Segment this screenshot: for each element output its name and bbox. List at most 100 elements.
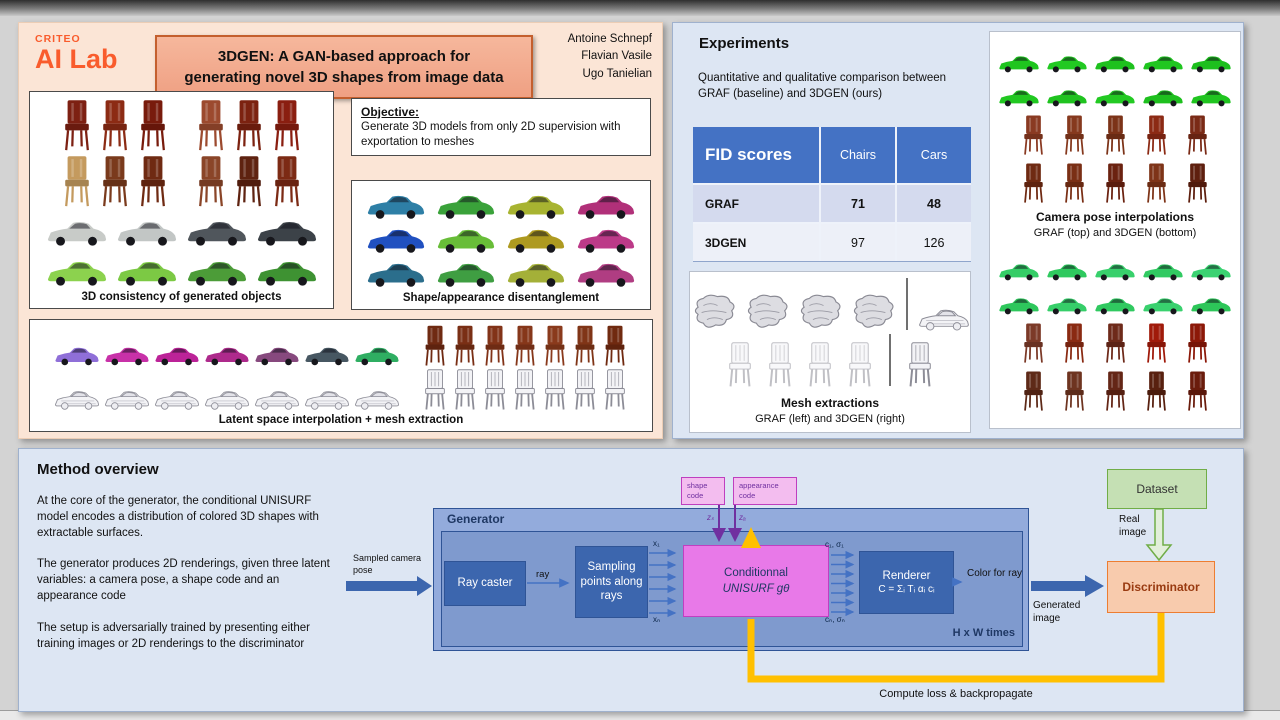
chair-mesh-render — [542, 369, 568, 411]
figure-row — [992, 282, 1238, 316]
chair-mesh-render — [906, 334, 934, 388]
car-render — [1142, 76, 1184, 108]
hxw-times-label: H x W times — [952, 627, 1015, 639]
mesh-extraction-title: Mesh extractions — [780, 396, 880, 411]
car-render — [1190, 42, 1232, 74]
dataset-box: Dataset — [1107, 469, 1207, 509]
chair-render — [482, 325, 508, 367]
chair-render — [1021, 318, 1046, 364]
mesh-blob — [797, 278, 843, 332]
car-render — [366, 189, 426, 221]
disentanglement-figure-box: Shape/appearance disentanglement — [351, 180, 651, 310]
chair-render — [542, 325, 568, 367]
car-render — [116, 250, 178, 288]
shape-code-box: shape code — [681, 477, 725, 505]
method-paragraph-2: The generator produces 2D renderings, gi… — [37, 558, 330, 603]
xn-label: xₙ — [653, 615, 661, 624]
car-render — [46, 210, 108, 248]
figure-row — [356, 221, 646, 255]
chair-render — [1062, 366, 1087, 412]
car-render — [506, 189, 566, 221]
authors-list: Antoine Schnepf Flavian Vasile Ugo Tanie… — [514, 31, 652, 83]
car-render — [256, 210, 318, 248]
car-render — [254, 325, 300, 367]
disentanglement-figure — [356, 187, 646, 289]
car-render — [998, 76, 1040, 108]
car-render — [54, 325, 100, 367]
figure-row — [34, 208, 329, 248]
mesh-extraction-figure — [692, 276, 970, 388]
car-mesh-render — [918, 278, 970, 332]
poster-title-line2: generating novel 3D shapes from image da… — [184, 69, 504, 86]
figure-row — [992, 40, 1238, 74]
author-name: Flavian Vasile — [581, 50, 652, 63]
sampling-points-label: Sampling points along rays — [580, 560, 643, 603]
car-render — [998, 250, 1040, 282]
car-render — [506, 223, 566, 255]
experiments-description: Quantitative and qualitative comparison … — [698, 72, 947, 100]
car-render — [576, 189, 636, 221]
chair-mesh-render — [452, 369, 478, 411]
car-render — [116, 210, 178, 248]
fid-graf-chairs-value: 71 — [821, 185, 897, 222]
car-render — [436, 257, 496, 289]
car-render — [1190, 284, 1232, 316]
chair-render — [1185, 366, 1210, 412]
ray-caster-label: Ray caster — [457, 577, 513, 590]
chair-render — [137, 154, 169, 208]
figure-row — [692, 332, 968, 388]
chair-mesh-render — [422, 369, 448, 411]
chair-render — [1185, 158, 1210, 204]
car-render — [998, 42, 1040, 74]
consistency-figure — [34, 96, 329, 288]
fid-table-header-row: FID scores Chairs Cars — [693, 127, 971, 183]
experiments-heading: Experiments — [699, 35, 790, 52]
chair-render — [422, 325, 448, 367]
ray-caster-box: Ray caster — [444, 561, 526, 606]
car-render — [576, 223, 636, 255]
generated-image-arrow — [1031, 575, 1104, 597]
intro-panel: CRITEO AI Lab 3DGEN: A GAN-based approac… — [18, 22, 663, 439]
dataset-label: Dataset — [1136, 482, 1178, 496]
fid-row-3dgen: 3DGEN 97 126 — [693, 222, 971, 261]
figure-row — [692, 276, 970, 332]
sampled-camera-pose-label: Sampled camera pose — [353, 553, 422, 575]
sampled-pose-arrow — [346, 576, 432, 596]
figure-row — [992, 364, 1238, 412]
chair-mesh-render — [806, 334, 834, 388]
generator-label: Generator — [447, 512, 505, 526]
car-mesh-render — [154, 369, 200, 411]
car-render — [154, 325, 200, 367]
author-name: Ugo Tanielian — [582, 67, 652, 80]
car-render — [1142, 250, 1184, 282]
unisurf-label-line2: UNISURF gθ — [722, 583, 790, 595]
chair-render — [233, 154, 265, 208]
car-render — [256, 250, 318, 288]
real-image-label: Real image — [1119, 514, 1147, 538]
chair-render — [1103, 366, 1128, 412]
mesh-extraction-captions: Mesh extractions GRAF (left) and 3DGEN (… — [692, 396, 968, 428]
chair-mesh-render — [846, 334, 874, 388]
chair-render — [195, 154, 227, 208]
car-render — [1094, 250, 1136, 282]
chair-render — [99, 98, 131, 152]
fid-3dgen-chairs-value: 97 — [821, 224, 897, 261]
pose-subtitle: GRAF (top) and 3DGEN (bottom) — [1033, 226, 1197, 239]
car-render — [436, 189, 496, 221]
disentanglement-caption: Shape/appearance disentanglement — [402, 292, 600, 304]
figure-row — [356, 255, 646, 289]
objective-box: Objective: Generate 3D models from only … — [351, 98, 651, 156]
car-render — [366, 257, 426, 289]
fid-3dgen-label: 3DGEN — [693, 224, 821, 261]
divider-line — [889, 334, 891, 386]
chair-render — [1144, 158, 1169, 204]
car-mesh-render — [204, 369, 250, 411]
car-render — [1142, 42, 1184, 74]
chair-render — [99, 154, 131, 208]
car-render — [366, 223, 426, 255]
figure-row — [992, 248, 1238, 282]
screen-top-edge — [0, 0, 1280, 16]
figure-row — [992, 108, 1238, 156]
figure-row — [34, 152, 329, 208]
chair-render — [61, 98, 93, 152]
